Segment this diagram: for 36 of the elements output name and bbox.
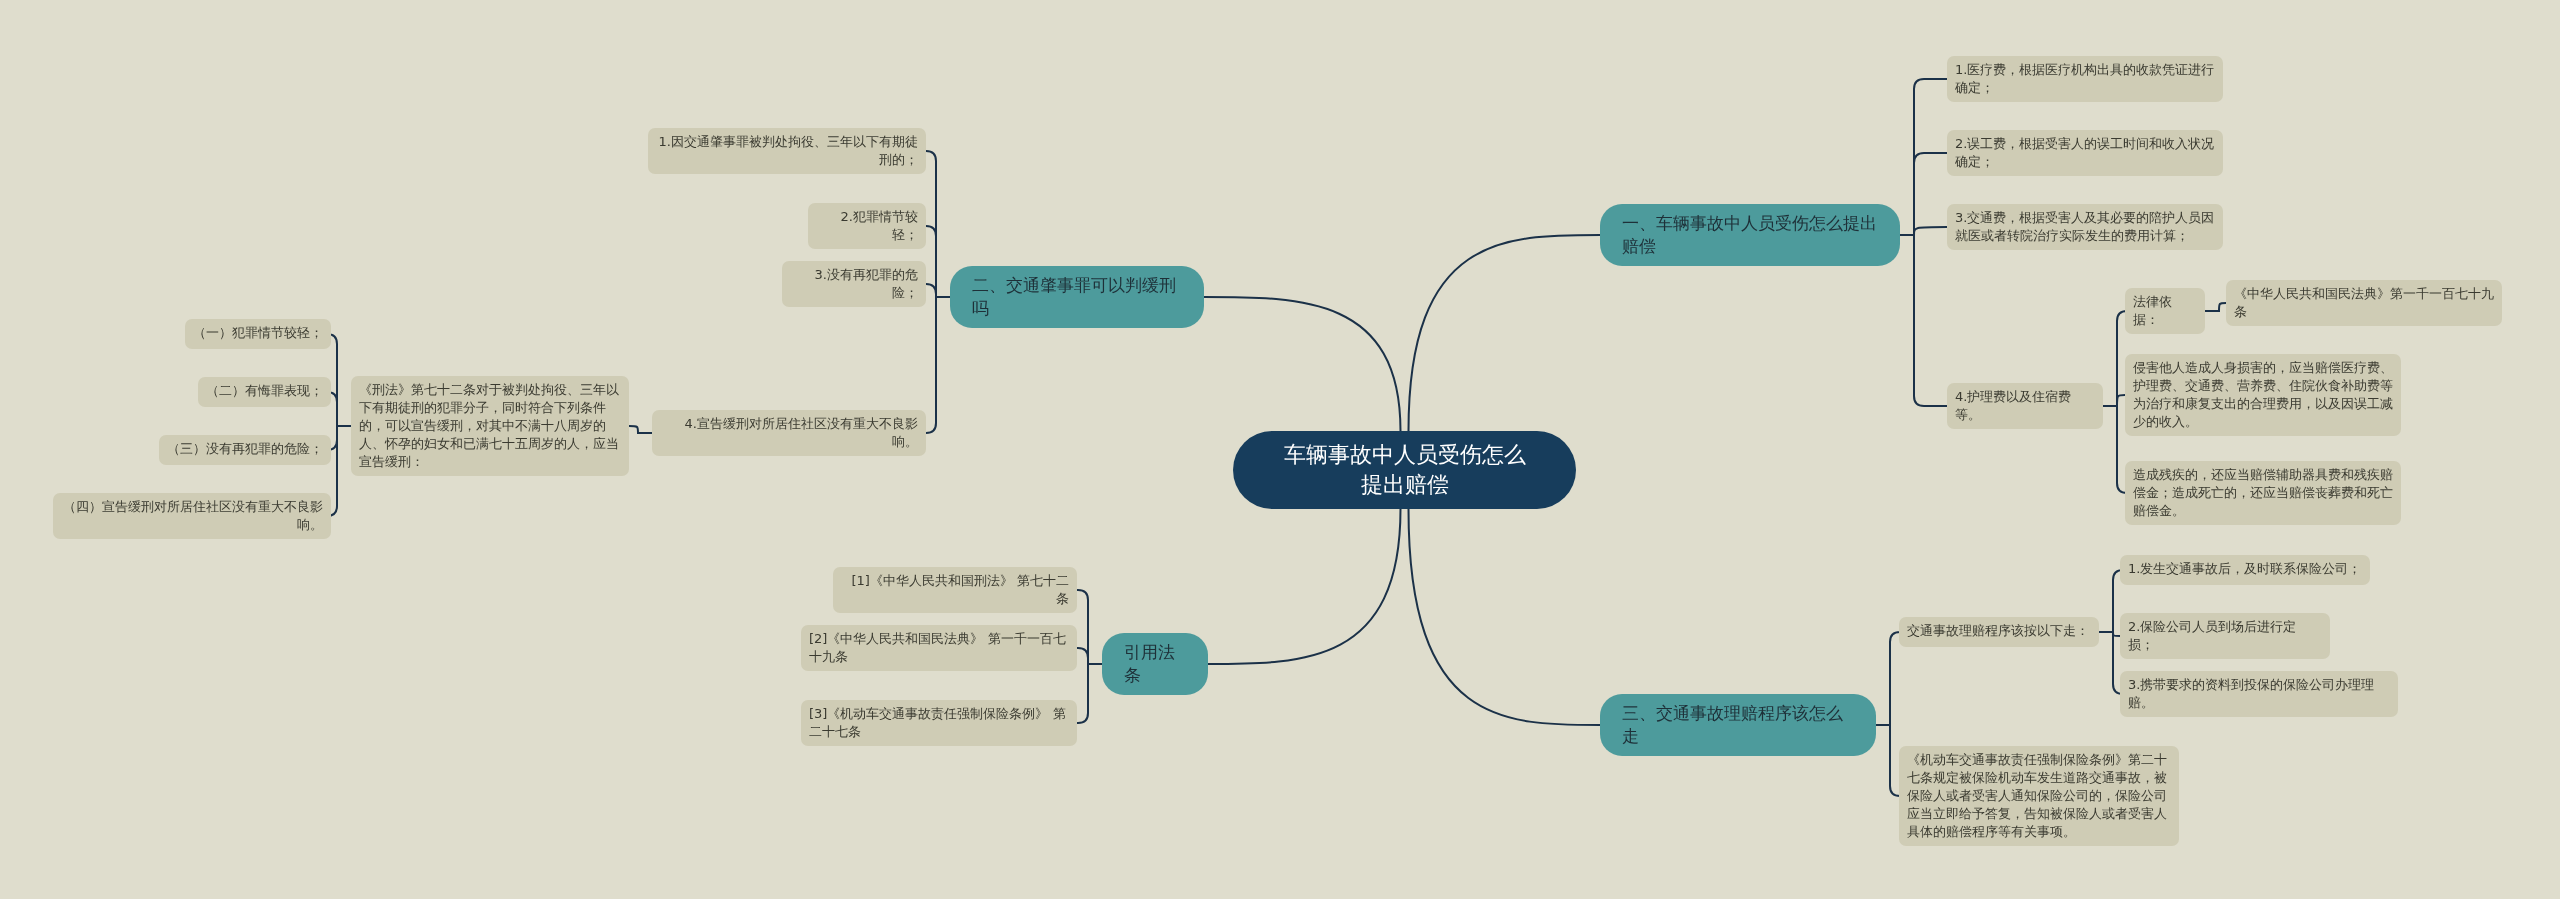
connector-line <box>1207 508 1402 665</box>
subtopic-box: 4.护理费以及住宿费等。 <box>1947 383 2103 429</box>
branch-topic: 一、车辆事故中人员受伤怎么提出赔偿 <box>1600 204 1900 266</box>
branch-topic: 三、交通事故理赔程序该怎么走 <box>1600 694 1876 756</box>
subtopic-box: （一）犯罪情节较轻； <box>185 319 331 349</box>
branch-topic: 二、交通肇事罪可以判缓刑吗 <box>950 266 1204 328</box>
subtopic-box: 《机动车交通事故责任强制保险条例》第二十七条规定被保险机动车发生道路交通事故，被保险人或者受害人通知保险公司的，保险公司应当立即给予答复，告知被保险人或者受害人具体的赔偿程序等有关事项。 <box>1899 746 2179 846</box>
subtopic-box: 1.因交通肇事罪被判处拘役、三年以下有期徒刑的； <box>648 128 926 174</box>
subtopic-box: 3.携带要求的资料到投保的保险公司办理理赔。 <box>2120 671 2398 717</box>
subtopic-box: 4.宣告缓刑对所居住社区没有重大不良影响。 <box>652 410 926 456</box>
subtopic-box: （三）没有再犯罪的危险； <box>159 435 331 465</box>
subtopic-box: （四）宣告缓刑对所居住社区没有重大不良影响。 <box>53 493 331 539</box>
connector-line <box>1407 508 1601 726</box>
subtopic-box: 《中华人民共和国民法典》第一千一百七十九条 <box>2226 280 2502 326</box>
subtopic-box: 3.没有再犯罪的危险； <box>782 261 926 307</box>
subtopic-box: 侵害他人造成人身损害的，应当赔偿医疗费、护理费、交通费、营养费、住院伙食补助费等为治疗和康复支出的合理费用，以及因误工减少的收入。 <box>2125 354 2401 436</box>
subtopic-box: 2.误工费，根据受害人的误工时间和收入状况确定； <box>1947 130 2223 176</box>
subtopic-box: [2]《中华人民共和国民法典》 第一千一百七十九条 <box>801 625 1077 671</box>
subtopic-box: 交通事故理赔程序该按以下走： <box>1899 617 2099 647</box>
subtopic-box: 1.医疗费，根据医疗机构出具的收款凭证进行确定； <box>1947 56 2223 102</box>
subtopic-box: 《刑法》第七十二条对于被判处拘役、三年以下有期徒刑的犯罪分子，同时符合下列条件的，可以宣告缓刑，对其中不满十八周岁的人、怀孕的妇女和已满七十五周岁的人，应当宣告缓刑： <box>351 376 629 476</box>
subtopic-box: （二）有悔罪表现； <box>198 377 331 407</box>
connector-line <box>2204 302 2227 312</box>
subtopic-box: 3.交通费，根据受害人及其必要的陪护人员因就医或者转院治疗实际发生的费用计算； <box>1947 204 2223 250</box>
subtopic-box: 2.保险公司人员到场后进行定损； <box>2120 613 2330 659</box>
subtopic-box: 1.发生交通事故后，及时联系保险公司； <box>2120 555 2370 585</box>
connector-line <box>1203 296 1402 432</box>
root-topic: 车辆事故中人员受伤怎么提出赔偿 <box>1233 431 1576 509</box>
subtopic-box: 2.犯罪情节较轻； <box>808 203 926 249</box>
subtopic-box: 法律依据： <box>2125 288 2205 334</box>
branch-topic: 引用法条 <box>1102 633 1208 695</box>
subtopic-box: [3]《机动车交通事故责任强制保险条例》 第二十七条 <box>801 700 1077 746</box>
connector-line <box>628 425 653 434</box>
subtopic-box: [1]《中华人民共和国刑法》 第七十二条 <box>833 567 1077 613</box>
subtopic-box: 造成残疾的，还应当赔偿辅助器具费和残疾赔偿金；造成死亡的，还应当赔偿丧葬费和死亡赔偿金。 <box>2125 461 2401 525</box>
connector-line <box>1407 234 1601 432</box>
